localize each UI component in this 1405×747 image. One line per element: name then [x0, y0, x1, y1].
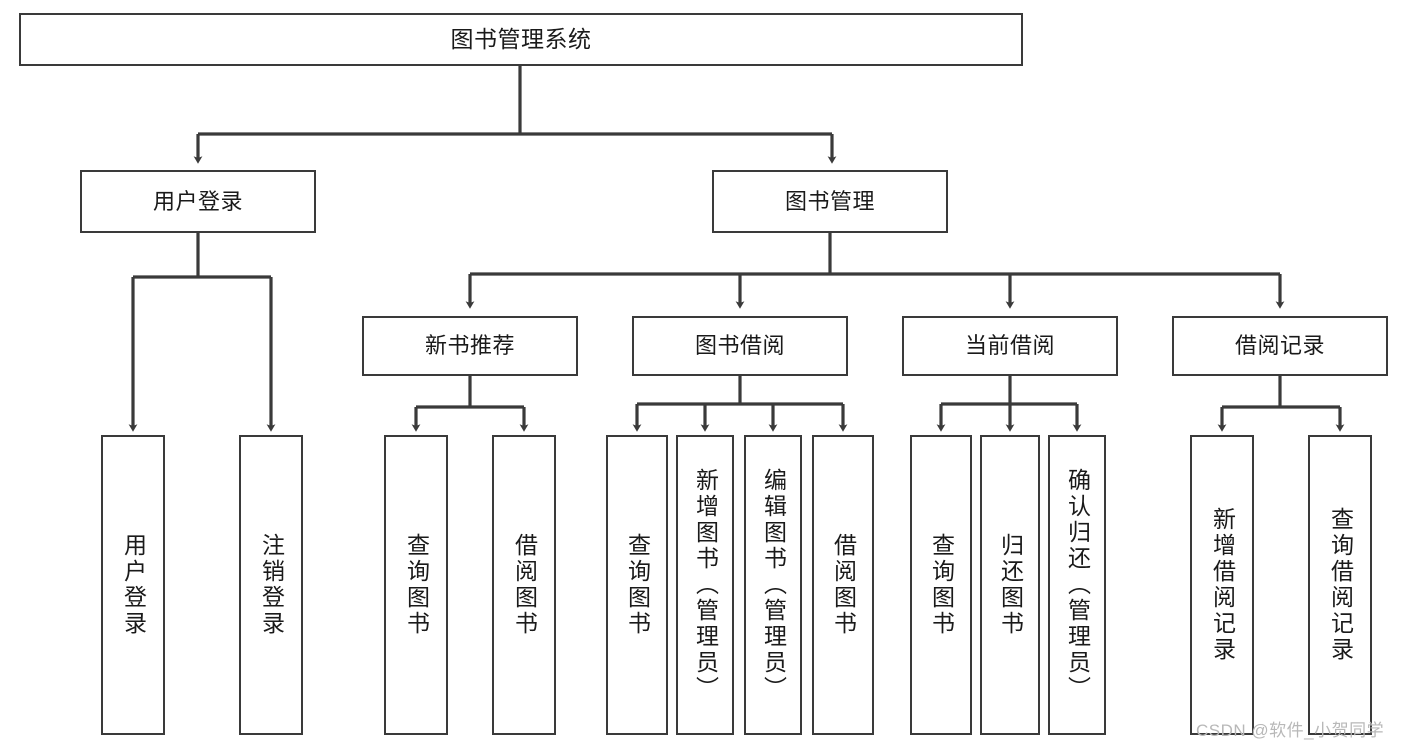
node-label: 用户登录 — [120, 533, 147, 637]
node-label: 查询图书 — [624, 533, 651, 637]
node-label: 借阅记录 — [1234, 333, 1325, 359]
node-label: 确认归还（管理员） — [1064, 468, 1091, 702]
leaf-user-login[interactable]: 用户登录 — [101, 435, 165, 735]
node-book-borrow[interactable]: 图书借阅 — [632, 316, 848, 376]
node-label: 查询借阅记录 — [1327, 507, 1354, 663]
leaf-borrow-borrow-book[interactable]: 借阅图书 — [812, 435, 874, 735]
node-label: 编辑图书（管理员） — [760, 468, 787, 702]
node-label: 新增借阅记录 — [1209, 507, 1236, 663]
node-label: 图书借阅 — [694, 333, 785, 359]
node-label: 用户登录 — [152, 188, 243, 214]
leaf-current-confirm-return-admin[interactable]: 确认归还（管理员） — [1048, 435, 1106, 735]
node-label: 借阅图书 — [830, 533, 857, 637]
node-label: 图书管理系统 — [450, 25, 592, 52]
node-label: 借阅图书 — [511, 533, 538, 637]
node-label: 查询图书 — [403, 533, 430, 637]
node-label: 图书管理 — [784, 188, 875, 214]
node-book-management[interactable]: 图书管理 — [712, 170, 948, 233]
leaf-record-query-borrow-record[interactable]: 查询借阅记录 — [1308, 435, 1372, 735]
node-label: 新增图书（管理员） — [692, 468, 719, 702]
leaf-borrow-edit-book-admin[interactable]: 编辑图书（管理员） — [744, 435, 802, 735]
leaf-borrow-query-book[interactable]: 查询图书 — [606, 435, 668, 735]
node-label: 查询图书 — [928, 533, 955, 637]
node-root-system[interactable]: 图书管理系统 — [19, 13, 1023, 66]
leaf-user-logout[interactable]: 注销登录 — [239, 435, 303, 735]
node-label: 当前借阅 — [964, 333, 1055, 359]
leaf-recommend-query-book[interactable]: 查询图书 — [384, 435, 448, 735]
node-borrow-record[interactable]: 借阅记录 — [1172, 316, 1388, 376]
node-current-borrow[interactable]: 当前借阅 — [902, 316, 1118, 376]
node-label: 新书推荐 — [424, 333, 515, 359]
node-label: 归还图书 — [997, 533, 1024, 637]
node-user-login[interactable]: 用户登录 — [80, 170, 316, 233]
leaf-record-add-borrow-record[interactable]: 新增借阅记录 — [1190, 435, 1254, 735]
leaf-recommend-borrow-book[interactable]: 借阅图书 — [492, 435, 556, 735]
leaf-current-query-book[interactable]: 查询图书 — [910, 435, 972, 735]
csdn-watermark: CSDN @软件_小贺同学 — [1196, 721, 1385, 740]
node-new-book-recommend[interactable]: 新书推荐 — [362, 316, 578, 376]
node-label: 注销登录 — [258, 533, 285, 637]
leaf-current-return-book[interactable]: 归还图书 — [980, 435, 1040, 735]
leaf-borrow-add-book-admin[interactable]: 新增图书（管理员） — [676, 435, 734, 735]
